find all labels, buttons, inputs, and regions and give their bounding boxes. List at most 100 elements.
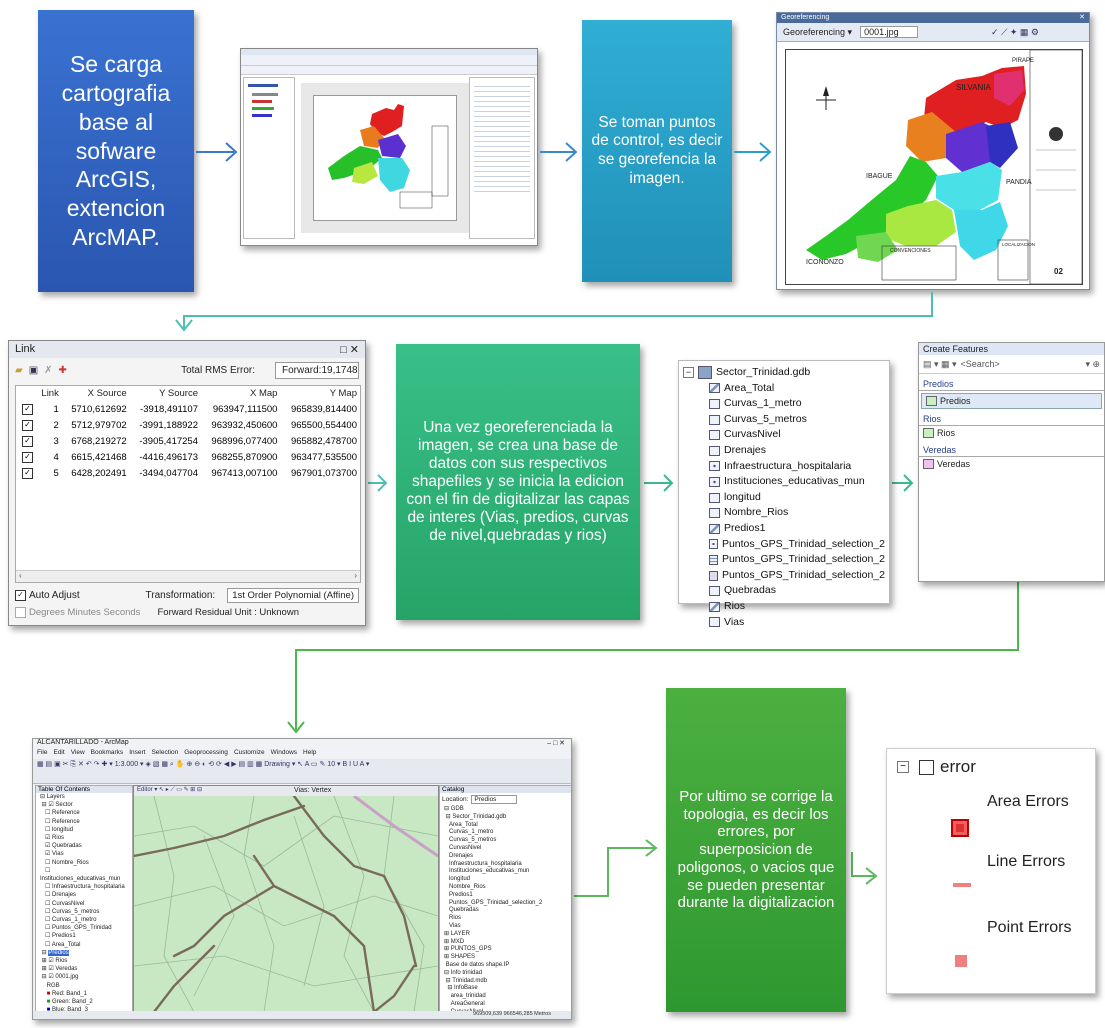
image-dropdown[interactable]: 0001.jpg [860, 26, 918, 38]
gdb-item[interactable]: Predios1 [709, 521, 885, 537]
menu-item-windows[interactable]: Windows [270, 749, 298, 756]
line-feature-class-icon [709, 445, 720, 456]
menu-item-selection[interactable]: Selection [151, 749, 179, 756]
transformation-select[interactable]: 1st Order Polynomial (Affine) [227, 587, 359, 603]
gdb-item[interactable]: Area_Total [709, 381, 885, 397]
template-predios[interactable]: Predios [921, 393, 1102, 409]
col-y-map: Y Map [329, 388, 357, 399]
line-error-swatch-icon [953, 883, 971, 887]
point-error-swatch-icon [955, 955, 967, 967]
toolbar-tools[interactable]: ✓ ⟋ ✦ ▦ ⚙ [991, 26, 1039, 37]
line-errors-label: Line Errors [987, 853, 1066, 870]
gdb-item[interactable]: Puntos_GPS_Trinidad_selection_2 [709, 552, 885, 568]
gdb-item-label: CurvasNivel [724, 428, 781, 441]
georef-map: SILVANIA PIRAPE IBAGUE PANDIA ICONONZO C… [806, 49, 1083, 285]
toolbars[interactable]: ▦ ▤ ▣ ✂ ⎘ ✕ ↶ ↷ ✚ ▾ 1:3.000 ▾ ◈ ▧ ▦ ⌕ ✋ … [33, 759, 571, 784]
layer-checkbox[interactable] [919, 759, 934, 775]
save-icon[interactable]: ▣ [28, 364, 39, 376]
connector-arrow-icon [287, 582, 1019, 734]
gdb-item[interactable]: Nombre_Rios [709, 505, 885, 521]
error-legend-panel: − error Area Errors Line Errors Point Er… [886, 748, 1096, 994]
collapse-icon[interactable]: − [683, 367, 694, 379]
menu-item-customize[interactable]: Customize [233, 749, 265, 756]
step2-text: Se toman puntos de control, es decir se … [591, 113, 723, 187]
error-root[interactable]: − error [897, 757, 976, 777]
menu-item-insert[interactable]: Insert [129, 749, 146, 756]
window-controls-icon[interactable]: – □ ✕ [547, 740, 565, 747]
north-arrow-icon [816, 86, 836, 110]
link-checkbox[interactable]: ✓ [22, 468, 33, 479]
window-controls-icon[interactable]: □ ✕ [340, 344, 359, 356]
gdb-item-label: Puntos_GPS_Trinidad_selection_2 [721, 568, 885, 581]
link-checkbox[interactable]: ✓ [22, 452, 33, 463]
gdb-item[interactable]: Drenajes [709, 443, 885, 459]
dms-checkbox[interactable] [15, 606, 26, 618]
delete-link-icon[interactable]: ✗ [44, 364, 53, 376]
toc-layers[interactable]: ⊟ Layers ⊟ ☑ Sector ☐ Reference ☐ Refere… [40, 794, 125, 1013]
arcmap-screenshot-1 [240, 48, 538, 246]
status-bar: 969509,639 966546,285 Metros [33, 1011, 571, 1019]
gdb-item[interactable]: longitud [709, 490, 885, 506]
gdb-item[interactable]: CurvasNivel [709, 427, 885, 443]
area-errors-label: Area Errors [987, 793, 1069, 810]
menu-item-help[interactable]: Help [303, 749, 317, 756]
auto-adjust-checkbox[interactable]: ✓ [15, 589, 26, 601]
template-veredas[interactable]: Veredas [919, 457, 1104, 471]
georeferencing-menu[interactable]: Georeferencing ▾ [783, 26, 853, 37]
step1-text: Se carga cartografia base al sofware Arc… [61, 51, 171, 250]
gdb-item[interactable]: Rios [709, 599, 885, 615]
close-icon[interactable]: ✕ [1079, 14, 1085, 21]
horizontal-scrollbar[interactable]: ‹› [16, 570, 360, 582]
rel-feature-class-icon [709, 570, 718, 581]
gdb-item-label: Infraestructura_hospitalaria [724, 459, 852, 472]
group-veredas: Veredas [919, 444, 1104, 457]
location-input[interactable]: Predios [471, 795, 518, 804]
open-icon[interactable]: ▰ [15, 364, 23, 376]
gdb-item-label: Instituciones_educativas_mun [724, 475, 865, 488]
menu-item-geoprocessing[interactable]: Geoprocessing [184, 749, 228, 756]
template-rios[interactable]: Rios [919, 426, 1104, 440]
gdb-item[interactable]: Curvas_1_metro [709, 396, 885, 412]
menu-item-file[interactable]: File [37, 749, 48, 756]
catalog-tree[interactable]: ⊟ GDB ⊟ Sector_Trinidad.gdb Area_Total C… [444, 806, 543, 1019]
search-input[interactable]: <Search> [960, 359, 1000, 369]
menu-item-bookmarks[interactable]: Bookmarks [90, 749, 124, 756]
arrow-icon [644, 474, 674, 492]
line-feature-class-icon [709, 617, 720, 628]
gdb-item[interactable]: Puntos_GPS_Trinidad_selection_2 [709, 537, 885, 553]
menu-item-edit[interactable]: Edit [53, 749, 65, 756]
arrow-icon [368, 474, 388, 492]
gdb-root[interactable]: − Sector_Trinidad.gdb [683, 365, 885, 381]
poly-feature-class-icon [709, 383, 720, 394]
gdb-item[interactable]: Infraestructura_hospitalaria [709, 459, 885, 475]
collapse-icon[interactable]: − [897, 761, 909, 773]
gdb-item-label: Puntos_GPS_Trinidad_selection_2 [721, 553, 885, 566]
rms-label: Total RMS Error: [181, 364, 255, 376]
gdb-item[interactable]: Curvas_5_metros [709, 412, 885, 428]
gdb-item[interactable]: Puntos_GPS_Trinidad_selection_2 [709, 568, 885, 584]
search-dropdown-icon[interactable]: ▾ ⊕ [1085, 358, 1100, 369]
map-view[interactable]: Editor ▾ ↖ ▸ ⟋ ▭ ✎ ⊞ ⊟ Vias: Vertex [133, 785, 439, 1013]
link-checkbox[interactable]: ✓ [22, 404, 33, 415]
catalog-title: Catalog [440, 786, 571, 793]
gdb-item-label: Curvas_1_metro [724, 397, 802, 410]
link-checkbox[interactable]: ✓ [22, 436, 33, 447]
line-feature-class-icon [709, 430, 720, 441]
gdb-item-label: Puntos_GPS_Trinidad_selection_2 [721, 537, 885, 550]
link-checkbox[interactable]: ✓ [22, 420, 33, 431]
gdb-item[interactable]: Quebradas [709, 583, 885, 599]
menu-item-view[interactable]: View [70, 749, 85, 756]
template-icon[interactable]: ▤ ▾ ▦ ▾ [923, 358, 957, 369]
gdb-item[interactable]: Instituciones_educativas_mun [709, 474, 885, 490]
gdb-item[interactable]: Vias [709, 615, 885, 631]
gdb-item-label: Nombre_Rios [724, 506, 789, 519]
add-link-icon[interactable]: ✚ [58, 364, 67, 376]
line-feature-class-icon [709, 414, 720, 425]
